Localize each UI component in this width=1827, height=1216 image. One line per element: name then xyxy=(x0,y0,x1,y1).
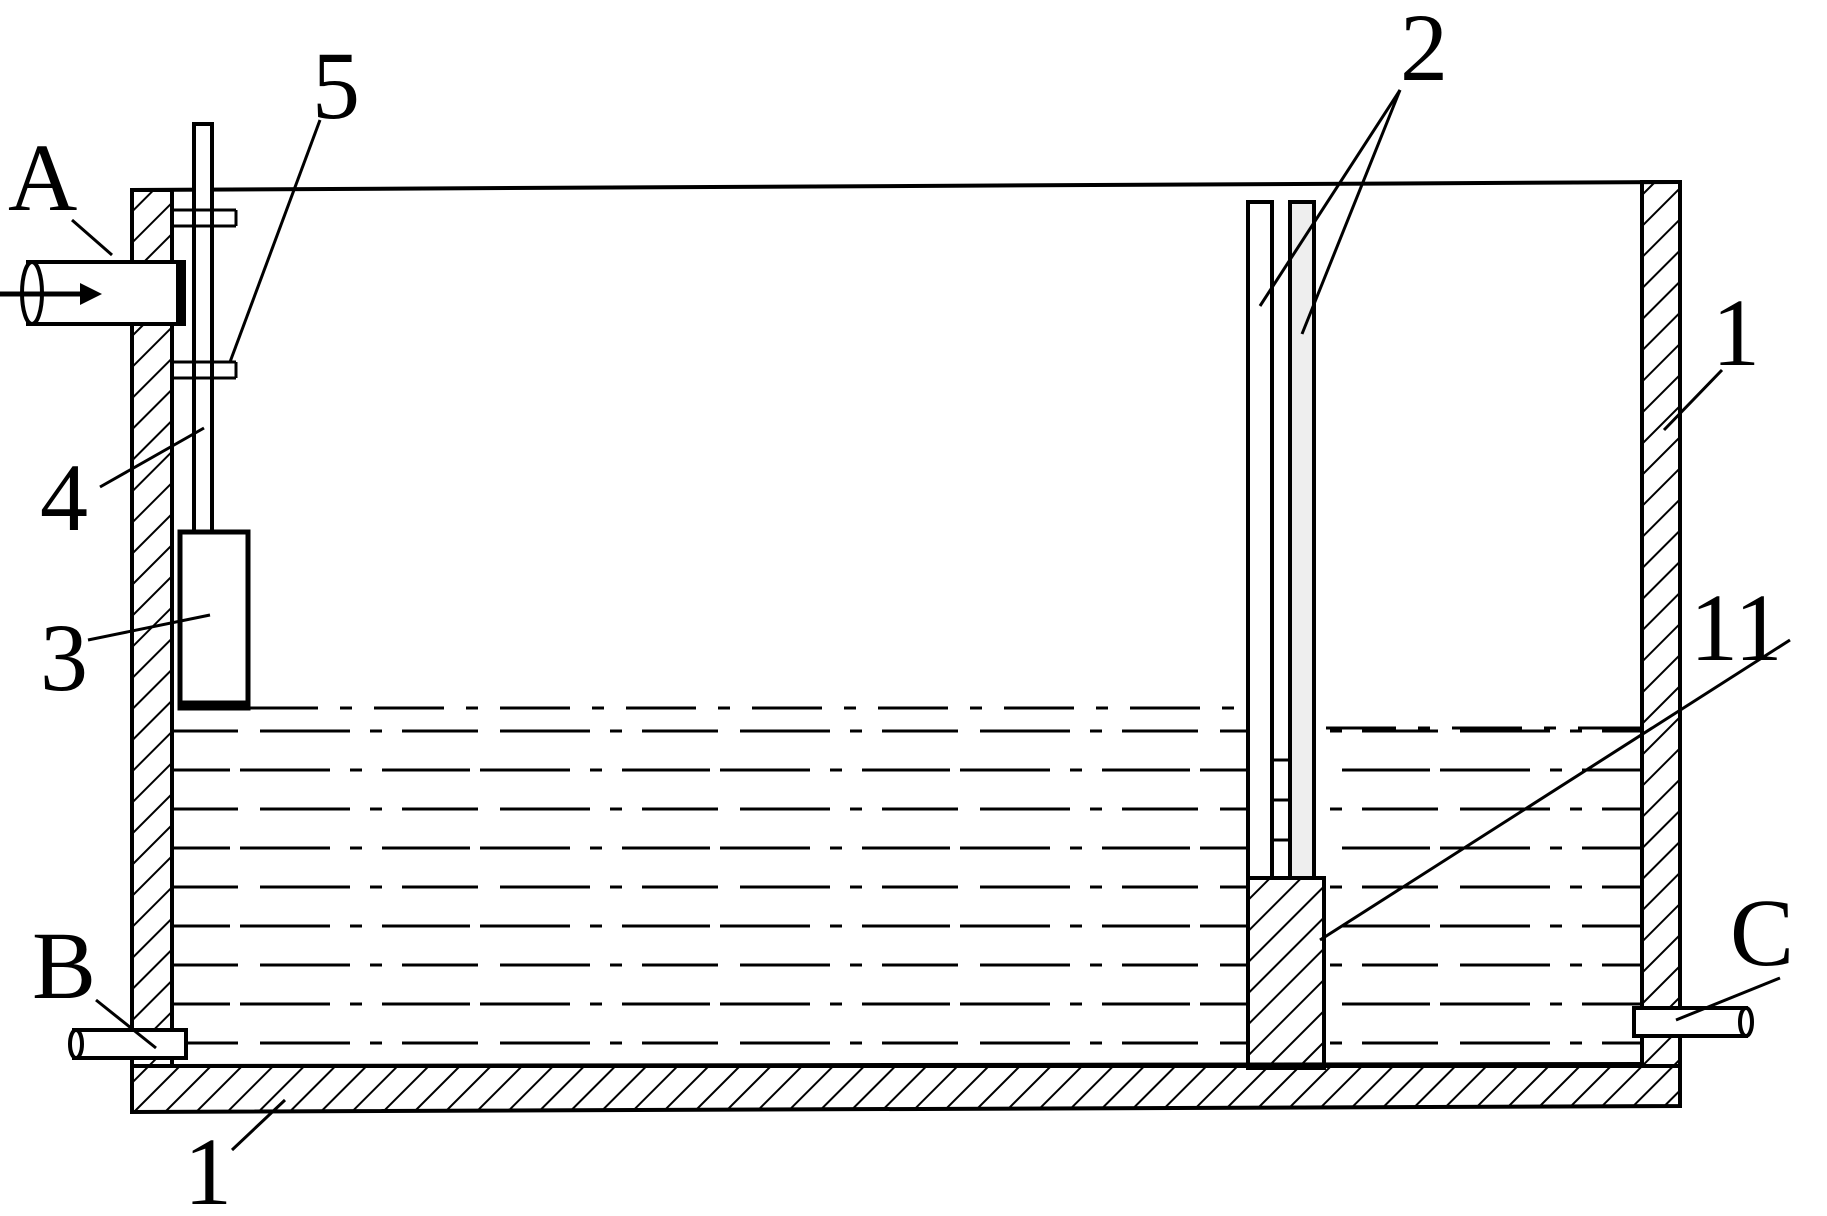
tank-wall-right xyxy=(1640,180,1682,1108)
label-b: B xyxy=(32,912,96,1019)
outlet-pipe-b xyxy=(68,1028,188,1060)
filter-plate-right xyxy=(1288,200,1316,880)
label-2: 2 xyxy=(1400,0,1448,101)
outlet-pipe-c xyxy=(1632,1006,1754,1038)
float-rod-4 xyxy=(192,122,214,534)
label-5: 5 xyxy=(312,32,360,139)
label-c: C xyxy=(1730,879,1794,986)
water-right-chamber xyxy=(1326,728,1644,1060)
inlet-pipe-a xyxy=(0,260,186,326)
rod-guide-upper xyxy=(174,208,238,228)
partition-base-11 xyxy=(1246,876,1326,1070)
label-3: 3 xyxy=(40,604,88,711)
leader-lines xyxy=(71,89,1791,1152)
tank-inner-floor xyxy=(171,1062,1643,1068)
label-11: 11 xyxy=(1690,574,1782,681)
label-1-bottom: 1 xyxy=(184,1118,232,1216)
rod-guide-lower-5 xyxy=(174,360,238,380)
label-a: A xyxy=(8,124,77,231)
tank-top-edge xyxy=(131,180,1681,192)
filter-plate-left xyxy=(1246,200,1274,880)
label-1-right: 1 xyxy=(1712,279,1760,386)
tank-floor xyxy=(130,1064,1682,1115)
water-left-chamber xyxy=(174,708,1246,1060)
label-4: 4 xyxy=(40,444,88,551)
